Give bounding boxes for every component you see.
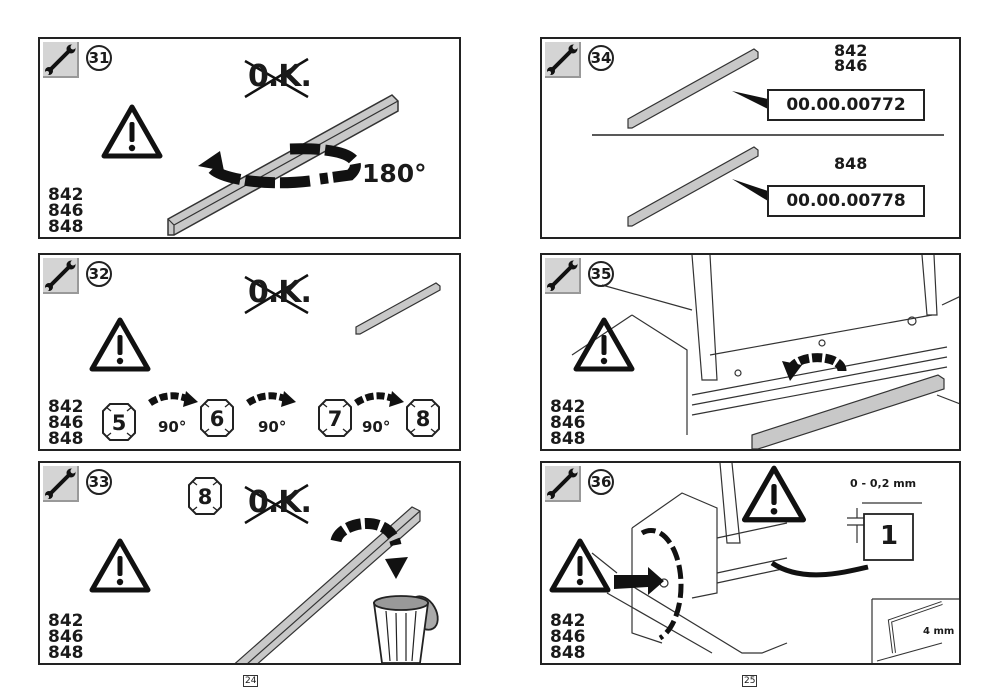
trash-bin-icon [372,595,439,663]
part-number-bottom: 00.00.00778 [767,185,925,217]
step-number: 33 [86,469,112,495]
model: 842 [834,41,868,60]
step-31-illustration [40,57,399,236]
step-33-illustration [40,483,439,663]
warning-icon [745,468,804,519]
part-face-number: 1 [880,521,899,551]
warning-icon [576,320,632,369]
model: 848 [48,429,84,449]
face-5: 5 [102,403,136,441]
not-ok-label: 0.K. [248,275,312,310]
warning-icon [92,541,148,590]
cross-out-mark [244,273,309,315]
wrench-icon [545,258,581,294]
wrench-icon [43,466,79,502]
model: 848 [550,429,586,449]
wrench-icon [545,466,581,502]
wrench-icon [43,258,79,294]
step-35-illustration [571,255,959,449]
model: 846 [550,413,586,433]
model: 848 [48,217,84,237]
bottom-model: 848 [834,154,868,173]
model: 842 [48,611,84,631]
rotate-arrows [148,391,404,407]
model: 846 [834,56,868,75]
step-number: 32 [86,261,112,287]
warning-icon [104,107,160,156]
warning-icon [92,320,148,369]
angle-label: 90° [258,418,287,436]
face-8: 8 [406,399,440,437]
arrow-icon [614,567,664,595]
cross-out-mark [244,57,309,99]
model: 842 [550,611,586,631]
not-ok-label: 0.K. [248,59,312,94]
face-6: 6 [200,399,234,437]
model: 842 [48,397,84,417]
hex-key-size: 4 mm [923,626,955,637]
step-32-illustration [40,273,441,407]
not-ok-label: 0.K. [248,485,312,520]
face-7: 7 [318,399,352,437]
model: 846 [48,413,84,433]
wrench-icon [545,42,581,78]
model: 846 [550,627,586,647]
part-face-box [863,513,914,561]
step-34-illustration [592,48,944,227]
step-number: 35 [588,261,614,287]
model: 846 [48,627,84,647]
model: 846 [48,201,84,221]
rotation-label: 180° [362,159,427,188]
page-number-right: 25 [742,675,758,687]
model: 848 [550,643,586,663]
face-8: 8 [188,477,222,515]
wrench-icon [43,42,79,78]
step-number: 31 [86,45,112,71]
warning-icon [552,541,608,590]
model: 848 [48,643,84,663]
model: 842 [48,185,84,205]
angle-label: 90° [158,418,187,436]
step-number: 34 [588,45,614,71]
gap-tolerance-label: 0 - 0,2 mm [850,477,917,490]
cross-out-mark [244,483,309,525]
page-number-left: 24 [243,675,259,687]
hex-key-inset [871,598,959,663]
part-number-top: 00.00.00772 [767,89,925,121]
model: 842 [550,397,586,417]
step-number: 36 [588,469,614,495]
step-36-illustration [542,463,959,663]
angle-label: 90° [362,418,391,436]
